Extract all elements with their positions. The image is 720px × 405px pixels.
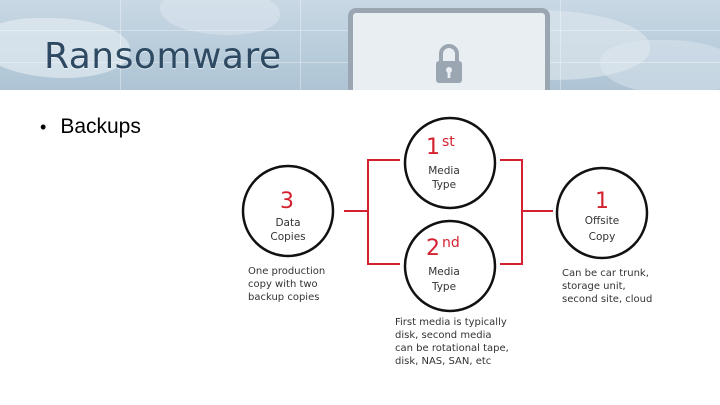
node-circle-second-media: [403, 219, 497, 313]
laptop-screen-illustration: [348, 8, 550, 90]
header-banner: Ransomware: [0, 0, 720, 90]
node-label-second-media-line1: Media: [428, 266, 460, 278]
diagram-canvas: 3 Data Copies 1 st Media Type 2 nd Media…: [241, 116, 649, 313]
note-line: second site, cloud: [562, 294, 653, 305]
world-map-shape: [0, 18, 130, 78]
note-line: storage unit,: [562, 281, 626, 292]
node-label-data-copies-line2: Copies: [270, 231, 305, 243]
node-label-data-copies-line1: Data: [275, 217, 300, 229]
node-circle-offsite-copy: [555, 166, 649, 260]
note-line: disk, NAS, SAN, etc: [395, 356, 492, 367]
node-circle-data-copies: [241, 164, 335, 258]
map-grid-line: [560, 0, 561, 90]
note-line: disk, second media: [395, 330, 492, 341]
backup-rule-diagram: 3 Data Copies 1 st Media Type 2 nd Media…: [228, 106, 672, 368]
bullet-text: Backups: [60, 115, 141, 138]
slide-title: Ransomware: [44, 36, 282, 77]
node-label-first-media-line1: Media: [428, 165, 460, 177]
connector-right: [500, 159, 553, 265]
node-label-first-media-line2: Type: [431, 179, 456, 191]
note-data-copies: One production copy with two backup copi…: [248, 265, 325, 304]
node-number-first-media: 1: [426, 135, 440, 160]
node-circle-first-media: [403, 116, 497, 210]
bullet-icon: •: [40, 116, 47, 137]
node-label-second-media-line2: Type: [431, 281, 456, 293]
note-line: copy with two: [248, 279, 318, 290]
note-line: One production: [248, 266, 326, 277]
padlock-icon: [436, 44, 462, 83]
node-label-offsite-copy-line1: Offsite: [585, 215, 619, 227]
node-number-second-media: 2: [426, 236, 440, 261]
map-grid-line: [300, 0, 301, 90]
note-line: can be rotational tape,: [395, 343, 509, 354]
note-offsite-copy: Can be car trunk, storage unit, second s…: [562, 267, 652, 306]
note-line: backup copies: [248, 292, 320, 303]
node-ordinal-first-media: st: [442, 134, 455, 150]
connector-left: [344, 159, 400, 265]
note-media-types: First media is typically disk, second me…: [395, 316, 509, 368]
world-map-shape: [600, 40, 720, 90]
bullet-item: • Backups: [40, 115, 141, 139]
node-label-offsite-copy-line2: Copy: [589, 231, 616, 243]
node-number-offsite-copy: 1: [595, 189, 609, 214]
node-ordinal-second-media: nd: [442, 235, 460, 251]
bullet-list: • Backups: [40, 115, 141, 139]
note-line: First media is typically: [395, 317, 507, 328]
node-number-data-copies: 3: [280, 189, 294, 214]
note-line: Can be car trunk,: [562, 268, 649, 279]
map-grid-line: [120, 0, 121, 90]
